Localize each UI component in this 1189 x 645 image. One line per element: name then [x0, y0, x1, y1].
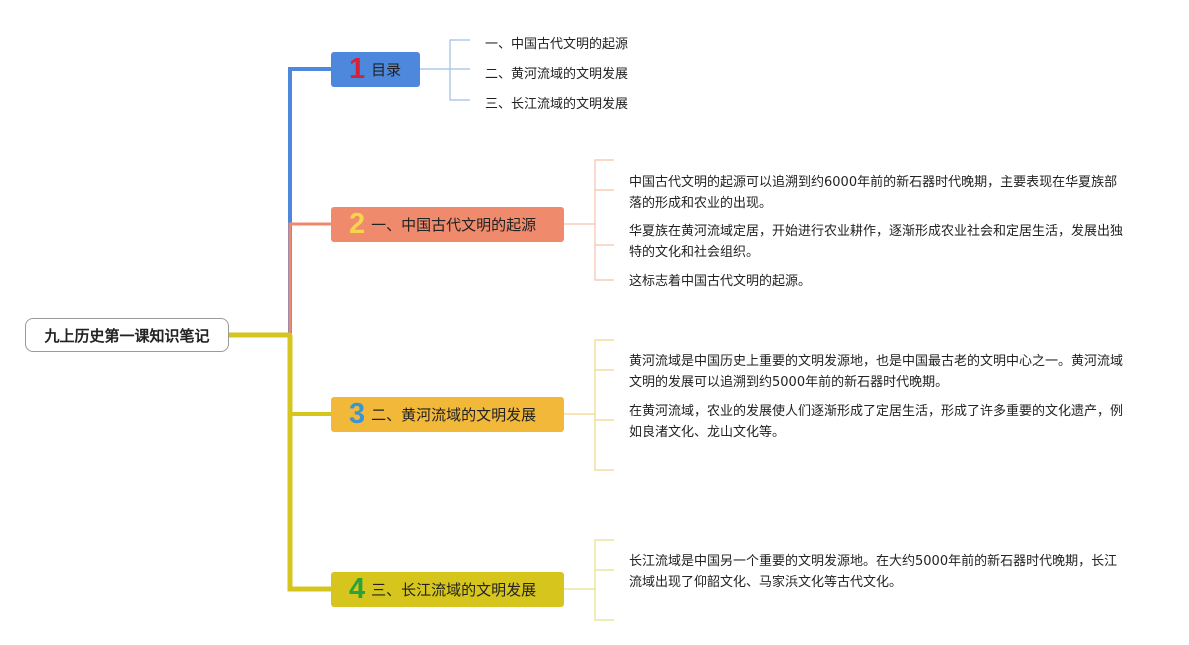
topic-origin[interactable]: 2 一、中国古代文明的起源	[331, 207, 564, 242]
topic-yangtze[interactable]: 4 三、长江流域的文明发展	[331, 572, 564, 607]
topic-label: 一、中国古代文明的起源	[371, 216, 537, 234]
toc-bracket	[420, 39, 470, 101]
toc-item[interactable]: 一、中国古代文明的起源	[485, 37, 629, 52]
branch-line-origin	[288, 222, 331, 335]
origin-note[interactable]: 中国古代文明的起源可以追溯到约6000年前的新石器时代晚期，主要表现在华夏族部落…	[629, 175, 1118, 211]
yangtze-note[interactable]: 长江流域是中国另一个重要的文明发源地。在大约5000年前的新石器时代晚期，长江流…	[629, 554, 1118, 590]
topic-number-2: 2	[349, 208, 366, 240]
yellow-river-note[interactable]: 在黄河流域，农业的发展使人们逐渐形成了定居生活，形成了许多重要的文化遗产，例如良…	[629, 404, 1124, 440]
origin-note[interactable]: 这标志着中国古代文明的起源。	[629, 274, 812, 289]
topic-label: 三、长江流域的文明发展	[371, 581, 537, 599]
yellow-river-bracket	[564, 339, 614, 471]
topic-toc[interactable]: 1 目录	[331, 52, 420, 87]
branch-line-yellow-river	[229, 333, 331, 416]
topic-number-1: 1	[349, 53, 366, 85]
toc-item[interactable]: 三、长江流域的文明发展	[485, 97, 629, 112]
origin-note[interactable]: 华夏族在黄河流域定居，开始进行农业耕作，逐渐形成农业社会和定居生活，发展出独特的…	[629, 224, 1124, 260]
branch-line-toc	[288, 67, 331, 335]
branch-line-yangtze	[287, 335, 331, 592]
topic-yellow-river[interactable]: 3 二、黄河流域的文明发展	[331, 397, 564, 432]
toc-item[interactable]: 二、黄河流域的文明发展	[485, 67, 629, 82]
yellow-river-note[interactable]: 黄河流域是中国历史上重要的文明发源地，也是中国最古老的文明中心之一。黄河流域文明…	[629, 354, 1124, 390]
root-node[interactable]: 九上历史第一课知识笔记	[25, 318, 229, 352]
topic-label: 二、黄河流域的文明发展	[371, 406, 537, 424]
topic-number-3: 3	[349, 398, 366, 430]
topic-label: 目录	[371, 61, 402, 79]
yangtze-bracket	[564, 539, 614, 621]
topic-number-4: 4	[349, 573, 366, 605]
origin-bracket	[564, 159, 614, 281]
root-label: 九上历史第一课知识笔记	[44, 326, 210, 345]
